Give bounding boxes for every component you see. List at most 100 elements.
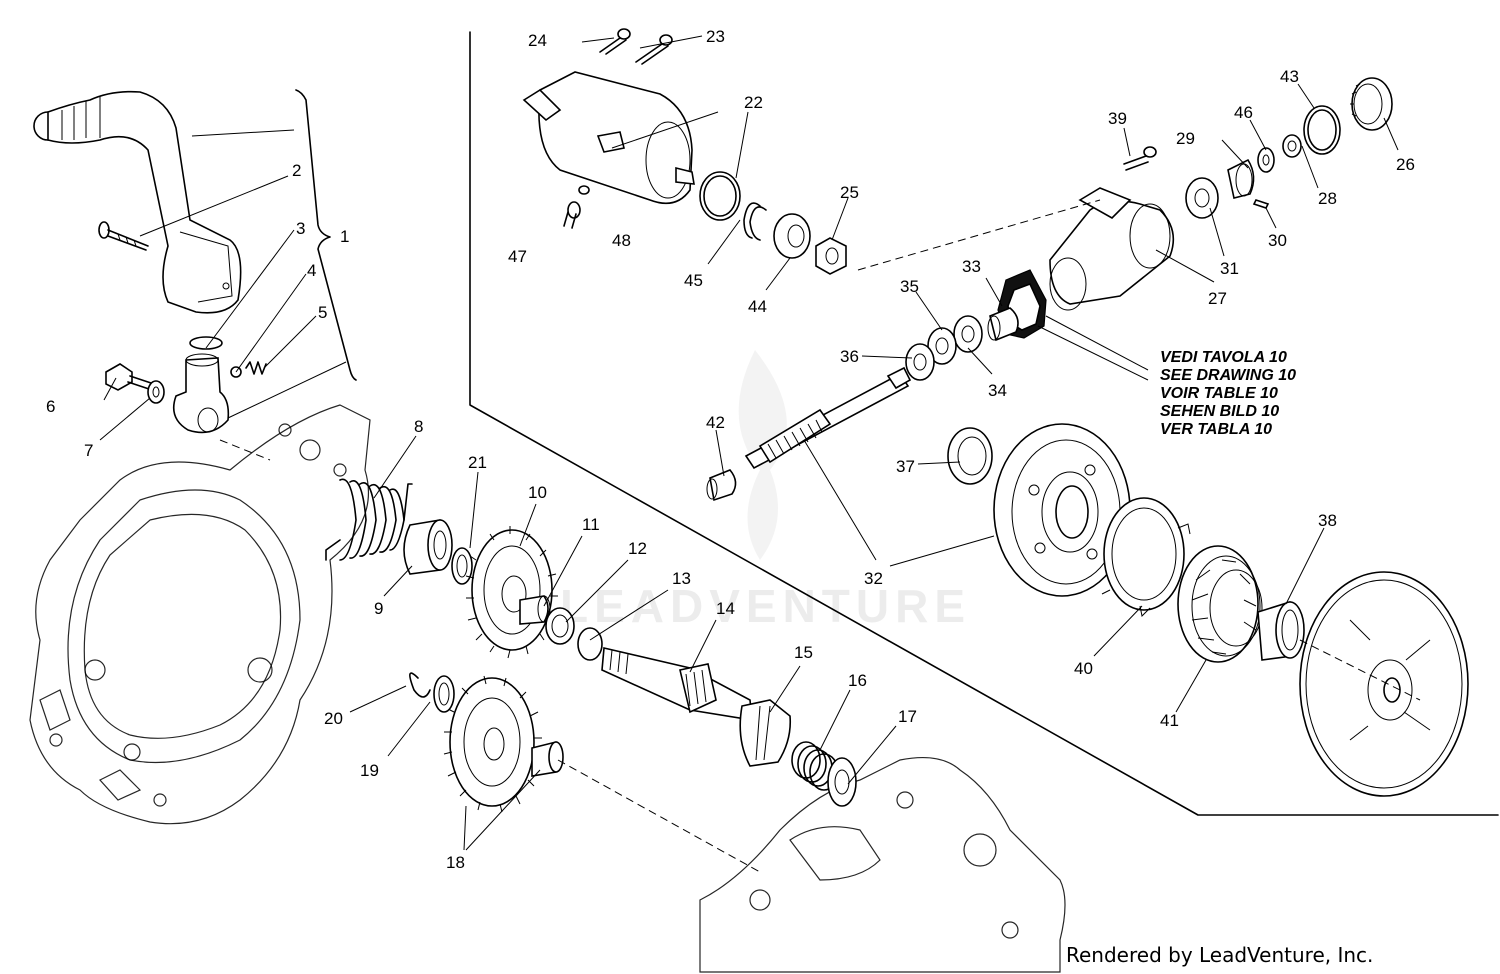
idler-gear-18 [443, 675, 543, 813]
callout-29: 29 [1176, 129, 1195, 148]
callout-36: 36 [840, 347, 859, 366]
callout-32: 32 [864, 569, 883, 588]
footer-credit: Rendered by LeadVenture, Inc. [1066, 943, 1373, 967]
washer-7 [147, 380, 165, 404]
leader-lines [99, 35, 1399, 851]
pin-30 [1252, 199, 1270, 209]
starter-motor-22 [522, 71, 695, 205]
screw-23 [635, 34, 673, 65]
callout-17: 17 [898, 707, 917, 726]
callout-5: 5 [318, 303, 327, 322]
callout-31: 31 [1220, 259, 1239, 278]
bushing-38 [1257, 601, 1305, 661]
electric-start-group-border [469, 31, 1499, 816]
callout-21: 21 [468, 453, 487, 472]
o-ring-3 [189, 336, 223, 350]
kickstart-lever [33, 90, 242, 314]
callout-39: 39 [1108, 109, 1127, 128]
o-ring-43 [1303, 105, 1341, 155]
screw-24 [599, 28, 631, 55]
kickstart-hub [172, 353, 230, 434]
nut-28 [1282, 134, 1302, 158]
callout-45: 45 [684, 271, 703, 290]
starter-shaft-32 [744, 366, 912, 470]
callout-30: 30 [1268, 231, 1287, 250]
callout-9: 9 [374, 599, 383, 618]
washer-34 [953, 315, 983, 353]
callout-41: 41 [1160, 711, 1179, 730]
callout-7: 7 [84, 441, 93, 460]
callout-40: 40 [1074, 659, 1093, 678]
callout-labels: 1 2 3 4 5 6 7 8 9 10 11 12 13 14 15 16 1… [46, 27, 1415, 872]
screw-47 [563, 201, 581, 229]
callout-2: 2 [292, 161, 301, 180]
cap-26 [1350, 77, 1393, 131]
bearing-31 [1185, 177, 1219, 219]
spacer-33 [987, 307, 1019, 342]
washer-21 [451, 547, 473, 585]
note-line-es: VER TABLA 10 [1160, 421, 1272, 438]
callout-20: 20 [324, 709, 343, 728]
needle-bearing-18 [531, 741, 564, 777]
callout-35: 35 [900, 277, 919, 296]
bevel-gear-29 [1227, 158, 1255, 199]
washer-36 [905, 343, 935, 381]
callout-3: 3 [296, 219, 305, 238]
callout-44: 44 [748, 297, 767, 316]
crankcase-cover [29, 404, 371, 825]
callout-48: 48 [612, 231, 631, 250]
callout-38: 38 [1318, 511, 1337, 530]
callout-47: 47 [508, 247, 527, 266]
washer-19 [433, 675, 455, 713]
callout-46: 46 [1234, 103, 1253, 122]
kickstart-shaft-14 [601, 647, 753, 721]
callout-42: 42 [706, 413, 725, 432]
callout-15: 15 [794, 643, 813, 662]
callout-11: 11 [582, 515, 600, 534]
watermark: LEADVENTURE [560, 350, 965, 632]
reference-note: VEDI TAVOLA 10 SEE DRAWING 10 VOIR TABLE… [1160, 349, 1296, 438]
starter-housing-27 [1049, 187, 1175, 311]
nut-25 [815, 237, 847, 275]
callout-22: 22 [744, 93, 763, 112]
callout-25: 25 [840, 183, 859, 202]
note-line-en: SEE DRAWING 10 [1160, 367, 1296, 384]
circlip-45 [743, 202, 767, 241]
callout-24: 24 [528, 31, 547, 50]
washer-46 [1257, 147, 1275, 173]
thrust-plate-40 [1101, 497, 1191, 618]
bushing-11 [519, 595, 551, 625]
circlip-13 [577, 627, 603, 661]
note-line-it: VEDI TAVOLA 10 [1160, 349, 1287, 366]
spring-5 [245, 361, 267, 375]
o-ring-22 [699, 171, 741, 221]
flywheel [1299, 571, 1469, 797]
callout-18: 18 [446, 853, 465, 872]
callout-19: 19 [360, 761, 379, 780]
callout-27: 27 [1208, 289, 1227, 308]
washer-35 [927, 327, 957, 365]
kickstart-group-bracket [295, 89, 357, 381]
ratchet-15 [739, 699, 792, 767]
kick-gear-10 [465, 526, 558, 659]
callout-4: 4 [307, 261, 316, 280]
washer-17 [827, 757, 857, 807]
callout-13: 13 [672, 569, 691, 588]
callout-14: 14 [716, 599, 735, 618]
kick-spring-8 [325, 478, 413, 561]
callout-26: 26 [1396, 155, 1415, 174]
circlip-20 [409, 672, 431, 698]
callout-33: 33 [962, 257, 981, 276]
alignment-lines [219, 199, 1421, 873]
seal-37 [947, 427, 993, 485]
callout-34: 34 [988, 381, 1007, 400]
washer-44 [773, 213, 811, 259]
lever-bolt [98, 221, 149, 251]
callout-37: 37 [896, 457, 915, 476]
note-line-de: SEHEN BILD 10 [1160, 403, 1279, 420]
spring-guide-9 [403, 519, 453, 575]
screw-39 [1123, 146, 1157, 171]
callout-16: 16 [848, 671, 867, 690]
washer-12 [545, 607, 575, 645]
